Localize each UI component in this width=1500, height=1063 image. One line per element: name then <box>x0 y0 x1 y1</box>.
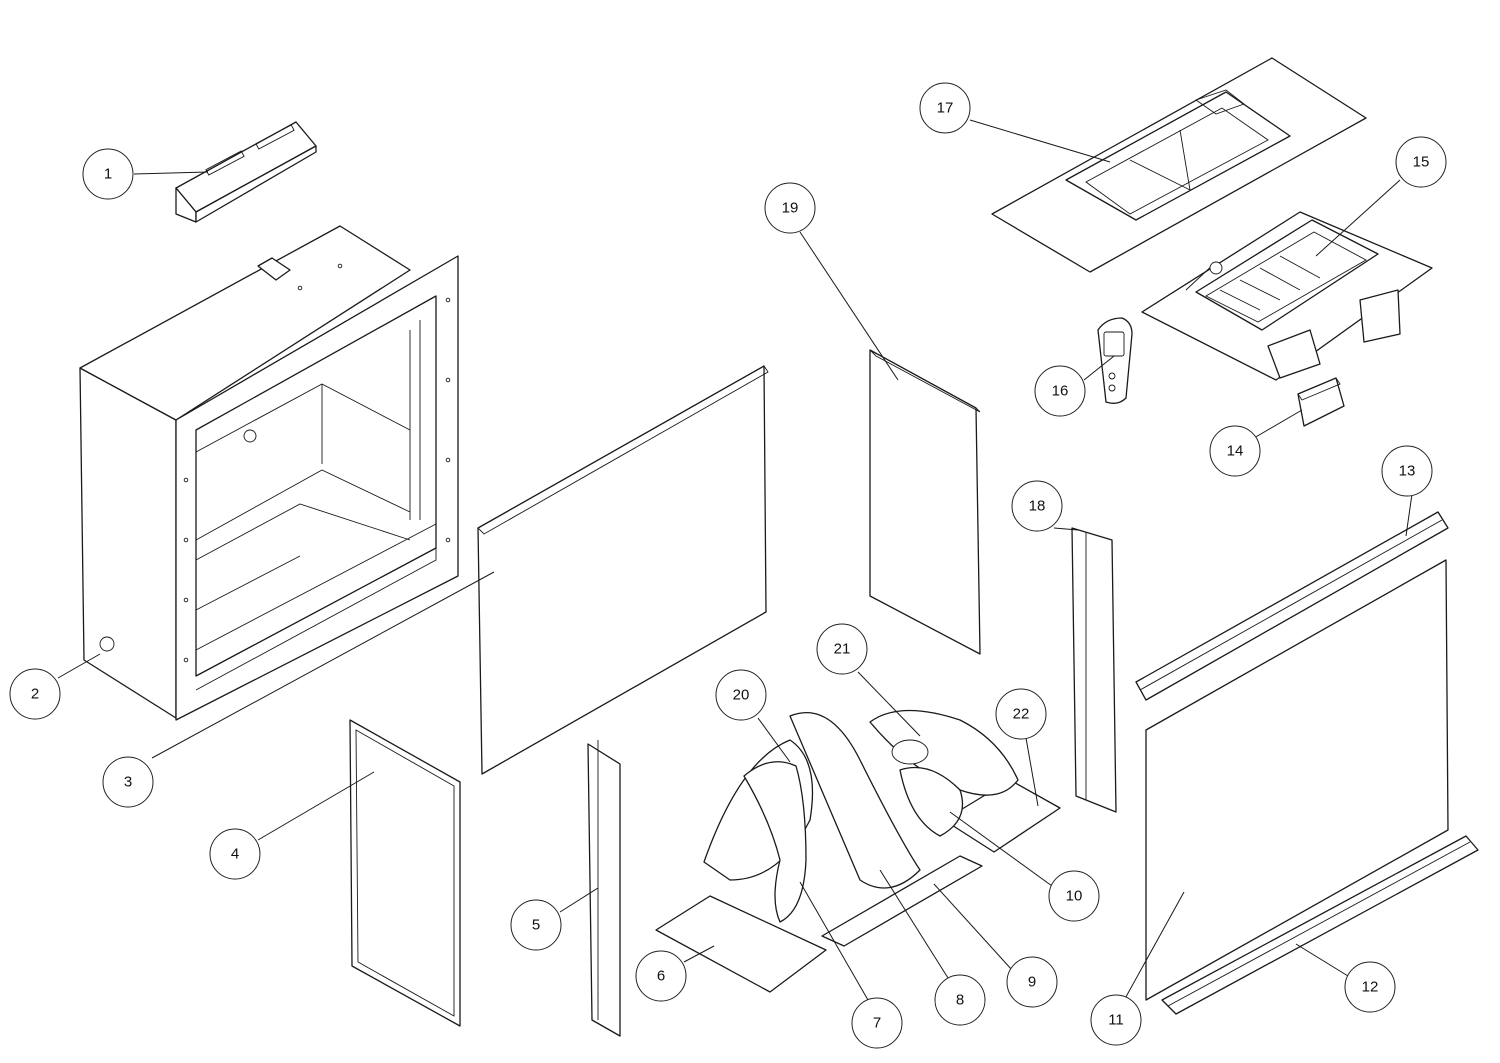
part-8-log <box>789 712 921 889</box>
part-17-top-plate <box>991 57 1367 273</box>
callout-16: 16 <box>1034 365 1086 417</box>
callout-4-label: 4 <box>231 846 239 863</box>
callout-5-label: 5 <box>532 917 540 934</box>
part-3-back-panel <box>477 365 769 775</box>
part-19-right-side-panel <box>869 349 981 655</box>
callout-14-label: 14 <box>1227 443 1244 460</box>
callout-10: 10 <box>1048 870 1100 922</box>
callout-15: 15 <box>1395 136 1447 188</box>
callout-19-label: 19 <box>782 200 799 217</box>
callout-20-label: 20 <box>733 687 750 704</box>
part-6-ember-plate <box>655 895 827 993</box>
callout-13: 13 <box>1381 445 1433 497</box>
callout-11-label: 11 <box>1108 1012 1124 1029</box>
callout-8: 8 <box>934 974 986 1026</box>
part-12-bottom-trim <box>1161 835 1479 1015</box>
callout-17-label: 17 <box>937 100 954 117</box>
callout-20: 20 <box>715 669 767 721</box>
callout-2: 2 <box>9 668 61 720</box>
log-set <box>703 709 1019 923</box>
callout-12: 12 <box>1344 961 1396 1013</box>
part-11-glass <box>1145 559 1449 1001</box>
callout-2-label: 2 <box>31 686 39 703</box>
part-2-firebox <box>79 225 459 721</box>
callout-10-label: 10 <box>1066 888 1083 905</box>
part-16-remote-control <box>1097 317 1133 404</box>
callout-5: 5 <box>510 899 562 951</box>
leader-lines <box>57 119 1413 1005</box>
part-5-trim-strip <box>587 740 621 1037</box>
callout-22: 22 <box>995 688 1047 740</box>
callout-3: 3 <box>102 756 154 808</box>
part-18-trim-strip <box>1071 527 1117 813</box>
part-10-log <box>899 766 964 837</box>
callout-15-label: 15 <box>1413 154 1430 171</box>
callout-22-label: 22 <box>1013 706 1030 723</box>
callout-9: 9 <box>1006 956 1058 1008</box>
callout-6-label: 6 <box>657 968 665 985</box>
callout-7-label: 7 <box>873 1015 881 1032</box>
part-7-log <box>743 761 807 923</box>
callout-9-label: 9 <box>1028 974 1036 991</box>
callout-12-label: 12 <box>1362 979 1379 996</box>
callout-1-label: 1 <box>104 166 112 183</box>
callout-8-label: 8 <box>956 992 964 1009</box>
callout-17: 17 <box>919 82 971 134</box>
callout-21-label: 21 <box>834 641 851 658</box>
part-15-burner-assembly <box>1141 211 1433 381</box>
callout-4: 4 <box>209 828 261 880</box>
callout-19: 19 <box>764 182 816 234</box>
part-13-top-trim <box>1135 511 1449 701</box>
callout-14: 14 <box>1209 425 1261 477</box>
part-9-ember-plate <box>821 855 983 947</box>
callout-3-label: 3 <box>124 774 132 791</box>
part-1-mounting-bracket <box>175 121 317 223</box>
callout-18: 18 <box>1011 480 1063 532</box>
callout-6: 6 <box>635 950 687 1002</box>
part-4-left-side-panel <box>349 719 461 1027</box>
callout-18-label: 18 <box>1029 498 1046 515</box>
part-14-battery-box <box>1297 377 1345 427</box>
callout-11: 11 <box>1090 994 1142 1046</box>
callout-21: 21 <box>816 623 868 675</box>
callout-1: 1 <box>82 148 134 200</box>
callout-13-label: 13 <box>1399 463 1416 480</box>
callout-7: 7 <box>851 997 903 1049</box>
callout-16-label: 16 <box>1052 383 1069 400</box>
